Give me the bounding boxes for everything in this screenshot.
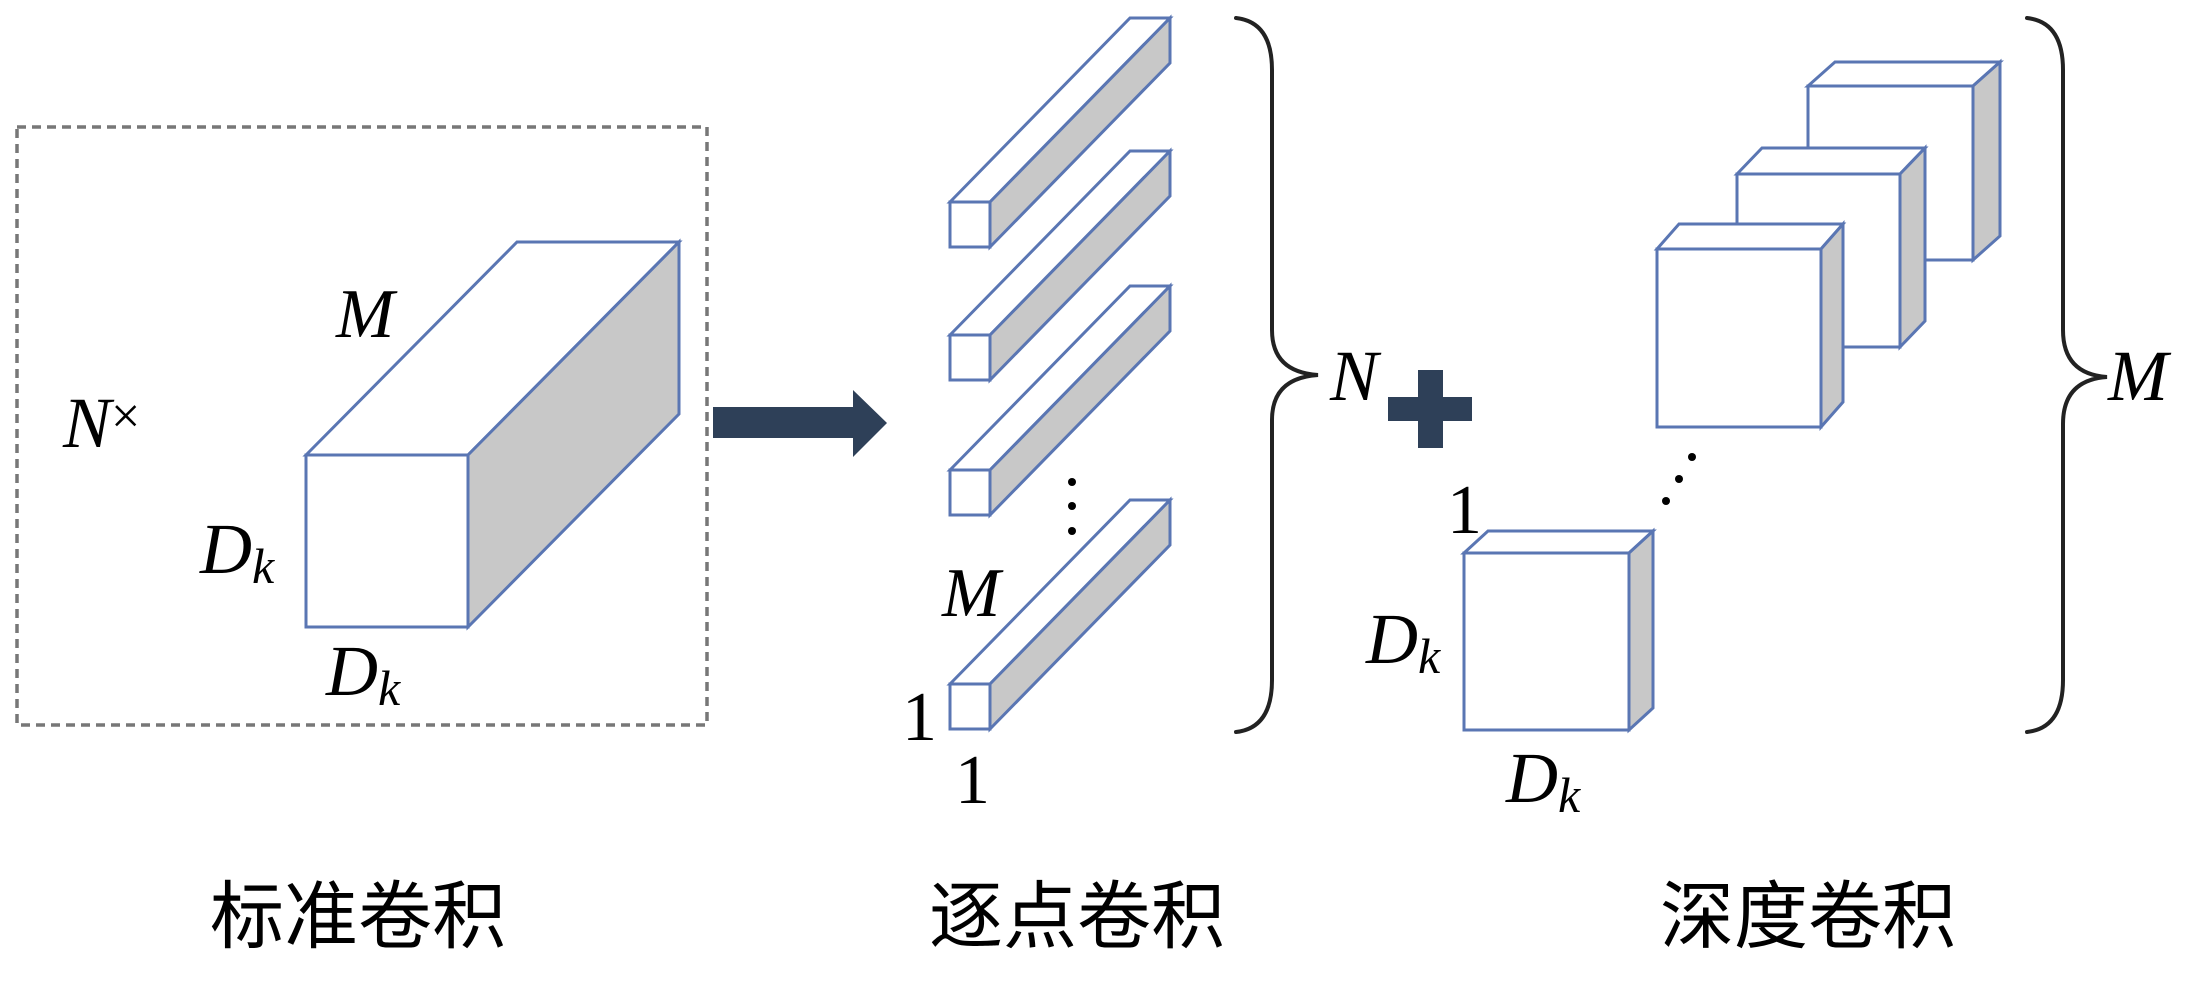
standard-conv-depth-label: M [335,276,398,353]
box-top-face [1804,60,2004,88]
ellipsis-dot [1662,497,1670,505]
box-side-face [1819,220,1845,431]
ellipsis-dot [1068,478,1076,486]
box-top-face [1460,529,1657,555]
depthwise-width-label: Dk [1505,738,1581,823]
label-base: D [1365,599,1418,679]
standard-conv-multiplier: N× [62,383,140,463]
box-top-face [1653,222,1847,251]
label-base: D [199,509,252,589]
pointwise-height-label: 1 [902,679,937,756]
pointwise-ellipsis [1068,478,1076,535]
depthwise-kernel [1460,527,1657,734]
standard-conv-cuboid [302,238,683,631]
box-side-face [1971,58,2002,264]
multiplier-times-sign: × [111,388,140,445]
right-arrow-icon [713,390,887,457]
box-side-face [1898,144,1927,351]
pointwise-brace [1234,16,1319,734]
pointwise-depth-label: M [941,555,1004,632]
box-front-face [1655,247,1823,429]
depthwise-conv-caption: 深度卷积 [1660,874,1956,960]
label-base: D [325,631,378,711]
multiplier-n: N [62,383,115,463]
depthwise-brace-label: M [2107,336,2172,416]
box-front-face [948,333,992,382]
plus-horizontal-bar [1388,397,1472,421]
box-side-face [1627,527,1655,734]
box-front-face [1462,551,1631,732]
pointwise-kernel [946,147,1174,384]
label-subscript: k [378,660,401,716]
pointwise-kernel [946,282,1174,519]
depthwise-kernels [1460,58,2004,734]
box-top-face [1733,146,1929,176]
pointwise-kernels [946,14,1174,733]
standard-conv-dashed-frame [15,125,709,727]
depthwise-brace [2025,16,2108,734]
standard-conv-height-label: Dk [199,509,275,594]
cuboid-front-face [304,453,470,629]
box-front-face [948,682,992,731]
box-front-face [948,200,992,249]
label-subscript: k [1558,767,1581,823]
pointwise-brace-label: N [1329,336,1382,416]
plus-icon [1388,370,1472,448]
standard-conv-caption: 标准卷积 [210,874,506,960]
pointwise-kernel [946,14,1174,251]
depthwise-kernel [1653,220,1847,431]
depthwise-depth-label: 1 [1447,472,1482,549]
pointwise-width-label: 1 [955,742,990,819]
label-subscript: k [252,538,275,594]
pointwise-kernel [946,496,1174,733]
ellipsis-dot [1688,453,1696,461]
depthwise-height-label: Dk [1365,599,1441,684]
depthwise-ellipsis [1662,453,1696,505]
ellipsis-dot [1675,475,1683,483]
box-front-face [948,468,992,517]
standard-conv-width-label: Dk [325,631,401,716]
ellipsis-dot [1068,527,1076,535]
standard-conv-group: M N× Dk Dk [15,125,709,727]
ellipsis-dot [1068,502,1076,510]
label-subscript: k [1418,628,1441,684]
pointwise-conv-caption: 逐点卷积 [929,874,1225,960]
label-base: D [1505,738,1558,818]
